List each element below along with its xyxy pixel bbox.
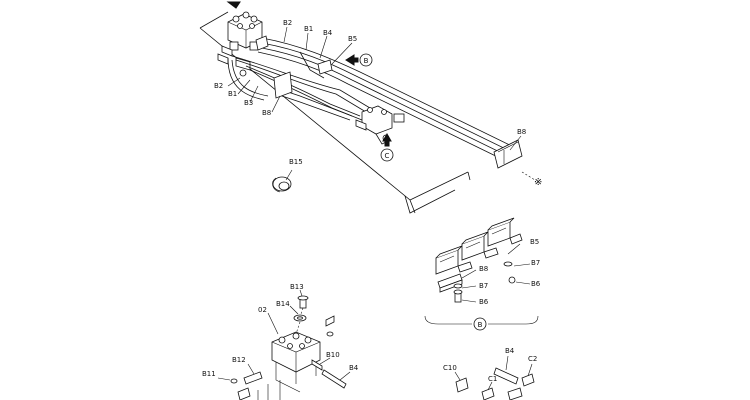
label-c2: C2: [528, 355, 537, 363]
label-b10: B10: [326, 351, 340, 359]
label-c1: C1: [488, 375, 497, 383]
leaders-lower: [217, 289, 351, 381]
label-b15: B15: [289, 158, 303, 166]
label-b4-top: B4: [323, 29, 333, 37]
label-b1-top: B1: [304, 25, 313, 33]
leaders-top: [227, 26, 536, 181]
label-b3-left: B3: [244, 99, 253, 107]
mounting-plate: [199, 11, 471, 214]
label-b4-bottom-right: B4: [505, 347, 515, 355]
label-b14: B14: [276, 300, 290, 308]
callout-c-letter: C: [385, 152, 390, 160]
callout-b-circle: [359, 53, 373, 67]
callout-b-letter: B: [364, 57, 369, 65]
label-detail-caption-b: B: [478, 321, 483, 329]
callout-c-arrow: C: [380, 132, 394, 162]
hose-clamps: [255, 35, 523, 169]
label-b2-top: B2: [283, 19, 292, 27]
top-arrow: [226, 1, 241, 9]
label-detail-b7a: B7: [531, 259, 540, 267]
label-b4-bottom: B4: [349, 364, 359, 372]
label-detail-b8: B8: [479, 265, 488, 273]
label-detail-b7b: B7: [479, 282, 488, 290]
detail-b-caption: B: [424, 315, 539, 331]
label-detail-b6b: B6: [479, 298, 489, 306]
label-b13: B13: [290, 283, 304, 291]
label-b5-top: B5: [348, 35, 357, 43]
secondary-valve: [355, 105, 405, 145]
callout-c-circle: [380, 148, 394, 162]
label-b8-right: B8: [517, 128, 526, 136]
label-detail-b5: B5: [530, 238, 539, 246]
asterisk-mark: ※: [534, 177, 542, 188]
hose-bundle: [227, 37, 521, 163]
label-c10: C10: [443, 364, 457, 372]
label-b11: B11: [202, 370, 216, 378]
label-b12: B12: [232, 356, 246, 364]
callout-b-arrow: B: [345, 53, 373, 67]
label-02: 02: [258, 306, 267, 314]
detail-b-brackets: [435, 217, 531, 303]
label-b1-left: B1: [228, 90, 237, 98]
label-b8-left: B8: [262, 109, 271, 117]
lower-right-fittings: [454, 355, 535, 400]
grommet-b15: B15: [272, 158, 303, 193]
lower-valve-assembly: [230, 295, 347, 400]
pilot-valve-block: [217, 11, 263, 77]
label-b2-left: B2: [214, 82, 223, 90]
label-detail-b6a: B6: [531, 280, 541, 288]
